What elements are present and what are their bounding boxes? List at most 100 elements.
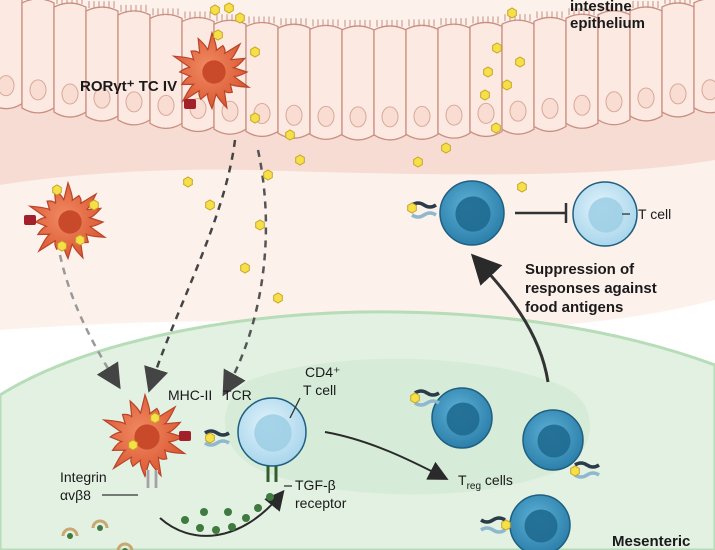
food-antigen <box>413 156 423 168</box>
food-antigen <box>89 199 99 211</box>
food-antigen <box>491 122 501 134</box>
tgfb-arrow <box>159 489 285 537</box>
receptor-chain <box>411 201 437 209</box>
epithelial-nucleus <box>445 104 463 126</box>
food-antigen <box>410 392 420 404</box>
mhc-ii-molecule <box>24 215 36 225</box>
t-cell-nucleus <box>588 197 624 233</box>
food-antigen <box>273 292 283 304</box>
epithelial-cell <box>437 23 471 139</box>
food-antigen <box>255 219 265 231</box>
food-antigen <box>224 2 234 14</box>
epithelial-nucleus <box>637 87 655 109</box>
treg-label-main: T <box>458 472 467 488</box>
epithelial-nucleus <box>93 87 111 109</box>
epithelial-nucleus <box>605 91 623 113</box>
food-antigen <box>250 46 260 58</box>
treg-label-sub: reg <box>467 481 481 492</box>
tgfb-molecule <box>228 523 236 531</box>
treg-label-rest: cells <box>481 472 513 488</box>
receptor-chain <box>574 471 600 479</box>
epithelial-nucleus <box>285 104 303 126</box>
food-antigen <box>75 234 85 246</box>
cd4-leader-line <box>289 397 301 419</box>
treg-cell <box>509 494 571 550</box>
tgfb-molecule <box>224 508 232 516</box>
receptor-chain <box>574 461 600 469</box>
food-antigen <box>285 129 295 141</box>
epithelial-nucleus <box>0 75 15 97</box>
food-antigen <box>407 202 417 214</box>
receptor-chain <box>480 516 506 524</box>
migration-arrow-left <box>58 254 121 390</box>
t-cell-label: T cell <box>638 206 671 222</box>
epithelial-nucleus <box>701 79 715 101</box>
tcr-receptor <box>411 201 437 219</box>
receptor-chain <box>204 439 230 447</box>
mesenteric-label: Mesenteric <box>612 533 690 550</box>
tgfb-receptor <box>266 466 278 482</box>
epithelial-nucleus <box>125 91 143 113</box>
roryt-tc-label: RORγt⁺ TC IV <box>80 78 177 95</box>
tcr-receptor <box>480 516 506 534</box>
epithelial-nucleus <box>381 106 399 128</box>
treg-label: Treg cells <box>458 472 513 492</box>
tgfb-molecule <box>266 493 274 501</box>
food-antigen <box>213 29 223 41</box>
integrin-label-line2: αvβ8 <box>60 487 91 503</box>
epithelial-nucleus <box>573 94 591 116</box>
epithelial-nucleus <box>477 102 495 124</box>
differentiation-arrow <box>324 431 449 480</box>
epithelial-nucleus <box>29 79 47 101</box>
epithelial-nucleus <box>541 97 559 119</box>
food-antigen <box>441 142 451 154</box>
tgfb-label-line1: TGF-β <box>295 477 336 493</box>
food-antigen <box>240 262 250 274</box>
epithelium-label-line1: intestine <box>570 0 632 15</box>
tcr-receptor <box>414 389 440 407</box>
tgfb-molecule <box>200 508 208 516</box>
intestine-epithelium <box>0 0 715 141</box>
dendritic-cell-nucleus <box>134 424 160 450</box>
lymph-node-follicle <box>224 358 590 495</box>
latent-tgfb-complex <box>91 519 109 529</box>
suppression-arrow <box>470 253 550 383</box>
food-antigen <box>480 89 490 101</box>
epithelial-cell <box>629 6 663 122</box>
food-antigen <box>128 439 138 451</box>
food-antigen <box>483 66 493 78</box>
food-antigen <box>295 154 305 166</box>
epithelial-cell <box>661 2 695 118</box>
epithelial-cell <box>501 19 535 135</box>
tgfb-molecule <box>242 514 250 522</box>
food-antigen <box>263 169 273 181</box>
epithelial-nucleus <box>413 105 431 127</box>
t-cell-nucleus <box>524 509 558 543</box>
tgfb-molecule <box>67 533 73 539</box>
latent-tgfb-complex <box>116 542 134 550</box>
tgfb-molecule <box>212 526 220 534</box>
tgfb-label-line2: receptor <box>295 495 347 511</box>
migration-arrow-center <box>144 139 237 393</box>
food-antigen <box>501 519 511 531</box>
food-antigen <box>183 176 193 188</box>
food-antigen <box>517 181 527 193</box>
epithelial-nucleus <box>61 83 79 105</box>
mhc-ii-molecule <box>184 99 196 109</box>
tgfb-molecule <box>97 525 103 531</box>
t-cell-nucleus <box>455 196 491 232</box>
treg-cell <box>522 409 584 471</box>
receptor-chain <box>414 389 440 397</box>
food-antigen <box>205 199 215 211</box>
t-cell-suppressed <box>572 181 638 247</box>
dendritic-cell-presenting <box>101 392 187 479</box>
epithelial-nucleus <box>317 105 335 127</box>
tcr-receptor <box>204 429 230 447</box>
t-cell-regulatory-top <box>439 180 505 246</box>
epithelial-nucleus <box>157 94 175 116</box>
food-antigen <box>502 79 512 91</box>
food-antigen <box>210 4 220 16</box>
tcr-label: TCR <box>223 387 252 403</box>
